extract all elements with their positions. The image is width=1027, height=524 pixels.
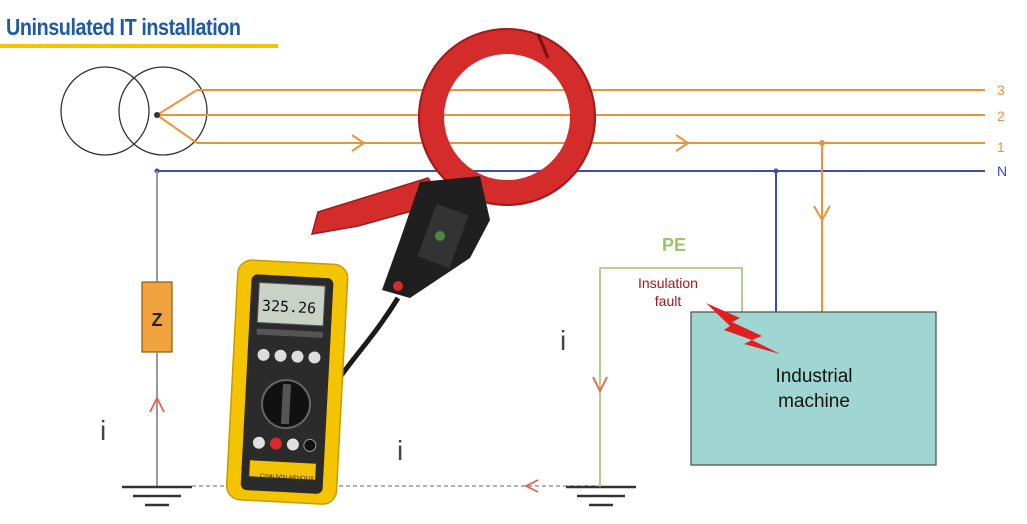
neutral-label: N: [997, 163, 1007, 179]
current-clamp-probe: [310, 28, 596, 298]
fault-label-line2: fault: [655, 293, 682, 309]
ground-symbol-left: [122, 485, 192, 507]
machine-label-line2: machine: [778, 391, 850, 412]
title-underline: [0, 44, 278, 48]
page-title: Uninsulated IT installation: [6, 14, 241, 40]
ground-symbol-right: [566, 485, 636, 507]
phase-label-1: 1: [997, 139, 1005, 155]
current-label-left: i: [100, 415, 106, 446]
arrow-right-icon: [675, 134, 690, 152]
pe-conductor: [599, 267, 743, 487]
meter-brand: CHAUVIN ARNOUX: [260, 474, 314, 483]
arrow-down-icon: [592, 376, 608, 394]
arrow-left-icon: [523, 479, 539, 493]
arrow-right-icon: [351, 134, 366, 152]
arrow-down-icon: [813, 205, 831, 223]
current-label-pe: i: [560, 325, 566, 356]
machine-label-line1: Industrial: [775, 366, 852, 387]
phase-1-tap: [819, 140, 825, 146]
impedance-label: Z: [152, 310, 163, 330]
phase-label-3: 3: [997, 82, 1005, 98]
arrow-up-icon: [149, 395, 165, 413]
impedance-z: [141, 281, 173, 353]
industrial-machine: [690, 311, 937, 466]
star-point: [154, 112, 160, 118]
star-connection: [156, 89, 200, 144]
meter-display-reading: 325.26: [261, 297, 316, 318]
current-label-center: i: [397, 435, 403, 466]
neutral-tap: [773, 168, 779, 174]
fault-label-line1: Insulation: [638, 275, 698, 291]
phase-label-2: 2: [997, 108, 1005, 124]
pe-label: PE: [662, 235, 686, 255]
multimeter: [225, 259, 349, 505]
lightning-bolt-icon: [706, 303, 780, 354]
transformer-symbol: [60, 66, 208, 156]
